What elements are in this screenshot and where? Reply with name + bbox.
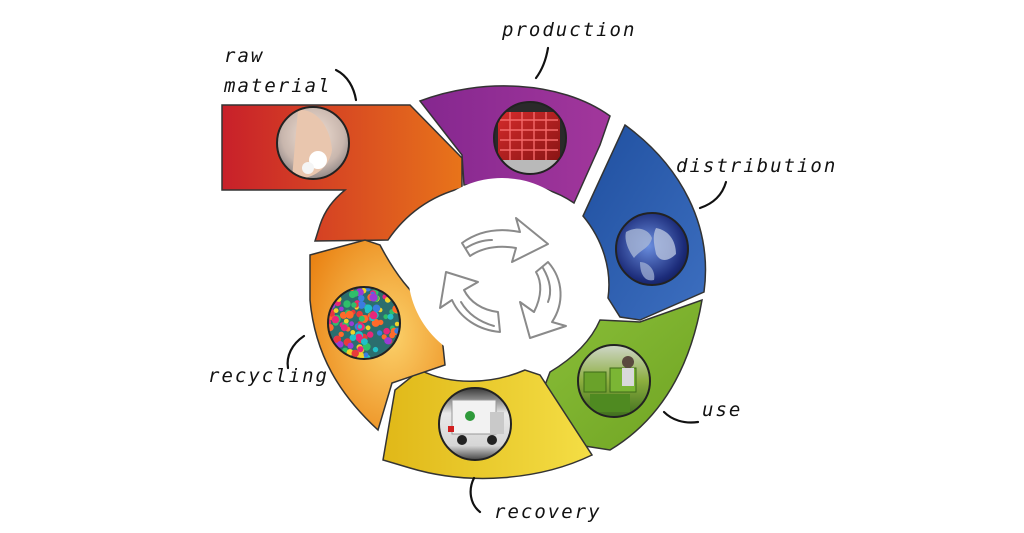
pellet — [378, 319, 384, 326]
pellet — [333, 308, 339, 313]
callout-recovery — [469, 476, 482, 514]
label-raw-material-line1: raw — [224, 45, 264, 67]
label-recycling: recycling — [208, 334, 329, 387]
pellet — [339, 311, 348, 319]
pellet — [371, 318, 380, 327]
pellet — [365, 325, 371, 331]
photo-red-plastic-crates — [494, 102, 566, 174]
pellet — [383, 314, 389, 320]
label-raw-material: raw material — [223, 45, 358, 102]
label-use: use — [662, 399, 742, 424]
pellet — [357, 346, 364, 353]
pellet — [361, 338, 368, 345]
callout-raw-material — [334, 68, 358, 102]
label-distribution: distribution — [676, 155, 837, 210]
pellet — [384, 337, 392, 345]
pellet — [357, 324, 363, 329]
photo-supermarket-crates — [578, 345, 650, 417]
pellet — [347, 342, 354, 349]
center-disc — [408, 178, 596, 366]
pellet — [363, 352, 369, 358]
pellet — [350, 330, 356, 335]
pellet — [381, 334, 387, 340]
label-production-text: production — [501, 19, 636, 41]
pellet — [355, 333, 363, 342]
pellet — [336, 341, 344, 348]
pellet — [372, 346, 379, 353]
pellet — [339, 306, 344, 312]
label-production: production — [501, 19, 636, 80]
pellet — [343, 318, 349, 324]
pellet — [351, 349, 359, 358]
label-distribution-text: distribution — [676, 155, 837, 177]
pellet — [369, 293, 378, 302]
callout-production — [534, 46, 550, 80]
pellet — [351, 302, 357, 308]
pellet — [389, 332, 395, 339]
photo-hand-holding-pellets — [277, 107, 349, 179]
pellet — [369, 311, 378, 320]
pellet — [387, 313, 394, 320]
label-recovery-text: recovery — [494, 501, 602, 523]
pellet — [367, 331, 374, 338]
label-recovery: recovery — [469, 476, 602, 523]
label-raw-material-line2: material — [223, 75, 332, 97]
pellet — [358, 315, 365, 322]
callout-use — [662, 410, 700, 424]
photo-recycling-truck — [439, 388, 511, 460]
label-recycling-text: recycling — [208, 365, 329, 387]
pellet — [331, 315, 340, 324]
photo-globe-night — [616, 213, 688, 285]
pellet — [376, 330, 383, 336]
callout-recycling — [286, 334, 306, 370]
pellet — [340, 324, 348, 332]
label-use-text: use — [702, 399, 742, 421]
pellet — [338, 331, 344, 337]
recycle-arrows-sketch-icon — [439, 217, 567, 339]
pellet — [345, 310, 354, 319]
pellet — [394, 321, 400, 327]
pellet — [383, 327, 390, 335]
callout-distribution — [698, 180, 728, 210]
pellet — [364, 304, 373, 313]
pellet — [343, 300, 351, 308]
pellet — [358, 295, 365, 302]
pellet — [357, 301, 366, 309]
pellet — [328, 319, 332, 326]
pellet — [334, 335, 341, 343]
pellet — [349, 321, 354, 327]
pellet — [349, 334, 357, 342]
pellet — [348, 290, 357, 299]
pellet — [372, 304, 381, 313]
